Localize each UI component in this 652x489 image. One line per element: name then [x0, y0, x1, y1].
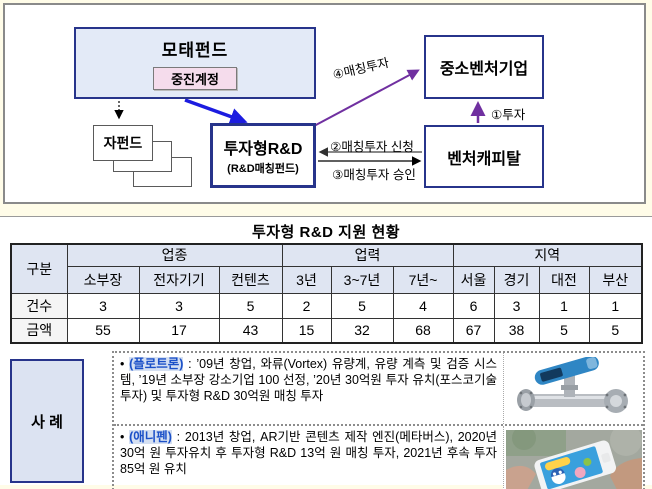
table-cell: 4 [392, 292, 454, 319]
mother-fund-box: 모태펀드 중진계정 [74, 27, 316, 99]
table-cell: 68 [392, 317, 454, 344]
bullet: • [120, 429, 125, 444]
bullet: • [120, 357, 125, 371]
table-cell: 38 [493, 317, 540, 344]
column-header: 3~7년 [330, 265, 394, 294]
table-cell: 32 [330, 317, 394, 344]
case-item-flotron: • (플로트론) : ’09년 창업, 와류(Vortex) 유량계, 유량 계… [114, 353, 643, 426]
company-name-highlight: (플로트론) [129, 357, 184, 371]
group-header-region: 지역 [452, 243, 643, 267]
column-header: 7년~ [392, 265, 454, 294]
table-cell: 43 [218, 317, 283, 344]
rnd-to-sme-matching-arrow [313, 69, 420, 127]
cases-label-box: 사 례 [10, 359, 84, 483]
pororo-app-photo [503, 425, 643, 489]
table-cell: 1 [588, 292, 643, 319]
venture-capital-box: 벤처캐피탈 [424, 125, 544, 188]
group-header-business-age: 업력 [281, 243, 454, 267]
table-cell: 55 [66, 317, 140, 344]
column-header: 부산 [588, 265, 643, 294]
child-fund-box: 자펀드 [93, 125, 153, 161]
column-header: 전자기기 [138, 265, 220, 294]
group-header-industry: 업종 [66, 243, 283, 267]
mother-to-rnd-blue-arrow [184, 98, 248, 125]
matching-approve-arrow-label: ③매칭투자 승인 [332, 168, 416, 182]
sme-venture-box: 중소벤처기업 [424, 35, 544, 99]
separator: : [171, 429, 185, 444]
column-header: 컨텐츠 [218, 265, 283, 294]
support-status-table: 구분 업종 업력 지역 소부장 전자기기 컨텐츠 3년 3~7년 7년~ 서울 … [10, 243, 643, 344]
table-cell: 2 [281, 292, 332, 319]
case-text: • (플로트론) : ’09년 창업, 와류(Vortex) 유량계, 유량 계… [114, 353, 503, 424]
table-cell: 5 [330, 292, 394, 319]
column-header: 대전 [538, 265, 590, 294]
table-cell: 3 [138, 292, 220, 319]
column-header: 소부장 [66, 265, 140, 294]
case-description: ’09년 창업, 와류(Vortex) 유량계, 유량 계측 및 검증 시스템,… [120, 357, 497, 403]
fund-flow-diagram: 모태펀드 중진계정 자펀드 투자형R&D (R&D매칭펀드) 중소벤처기업 벤처… [3, 3, 646, 204]
column-header: 3년 [281, 265, 332, 294]
corner-header: 구분 [10, 243, 68, 294]
table-cell: 5 [218, 292, 283, 319]
company-name-highlight: (애니펜) [129, 429, 172, 444]
invest-arrow-label: ①투자 [491, 108, 526, 122]
jungjin-account-box: 중진계정 [153, 67, 237, 90]
table-cell: 3 [66, 292, 140, 319]
table-title: 투자형 R&D 지원 현황 [251, 224, 401, 241]
case-description: 2013년 창업, AR기반 콘텐츠 제작 엔진(메타버스), 2020년 30… [120, 429, 498, 476]
case-item-anipen: • (애니펜) : 2013년 창업, AR기반 콘텐츠 제작 엔진(메타버스)… [114, 425, 643, 489]
matching-apply-arrow-label: ②매칭투자 신청 [330, 140, 414, 154]
table-cell: 1 [538, 292, 590, 319]
column-header: 서울 [452, 265, 495, 294]
separator: : [183, 357, 197, 371]
table-cell: 67 [452, 317, 495, 344]
row-label-amount: 금액 [10, 317, 68, 344]
investment-rnd-box: 투자형R&D (R&D매칭펀드) [210, 123, 316, 188]
row-label-count: 건수 [10, 292, 68, 319]
table-cell: 5 [538, 317, 590, 344]
table-cell: 5 [588, 317, 643, 344]
column-header: 경기 [493, 265, 540, 294]
rnd-matching-fund-sublabel: (R&D매칭펀드) [227, 163, 299, 175]
table-cell: 17 [138, 317, 220, 344]
support-status-section: 투자형 R&D 지원 현황 구분 업종 업력 지역 소부장 전자기기 컨텐츠 [0, 216, 652, 489]
vortex-flowmeter-photo [503, 353, 643, 424]
cases-content-box: • (플로트론) : ’09년 창업, 와류(Vortex) 유량계, 유량 계… [112, 351, 645, 489]
case-text: • (애니펜) : 2013년 창업, AR기반 콘텐츠 제작 엔진(메타버스)… [114, 426, 503, 489]
diagram-arrows [114, 69, 486, 166]
investment-rnd-label: 투자형R&D [223, 141, 303, 158]
mother-fund-label: 모태펀드 [161, 41, 229, 60]
table-cell: 3 [493, 292, 540, 319]
table-cell: 6 [452, 292, 495, 319]
table-cell: 15 [281, 317, 332, 344]
